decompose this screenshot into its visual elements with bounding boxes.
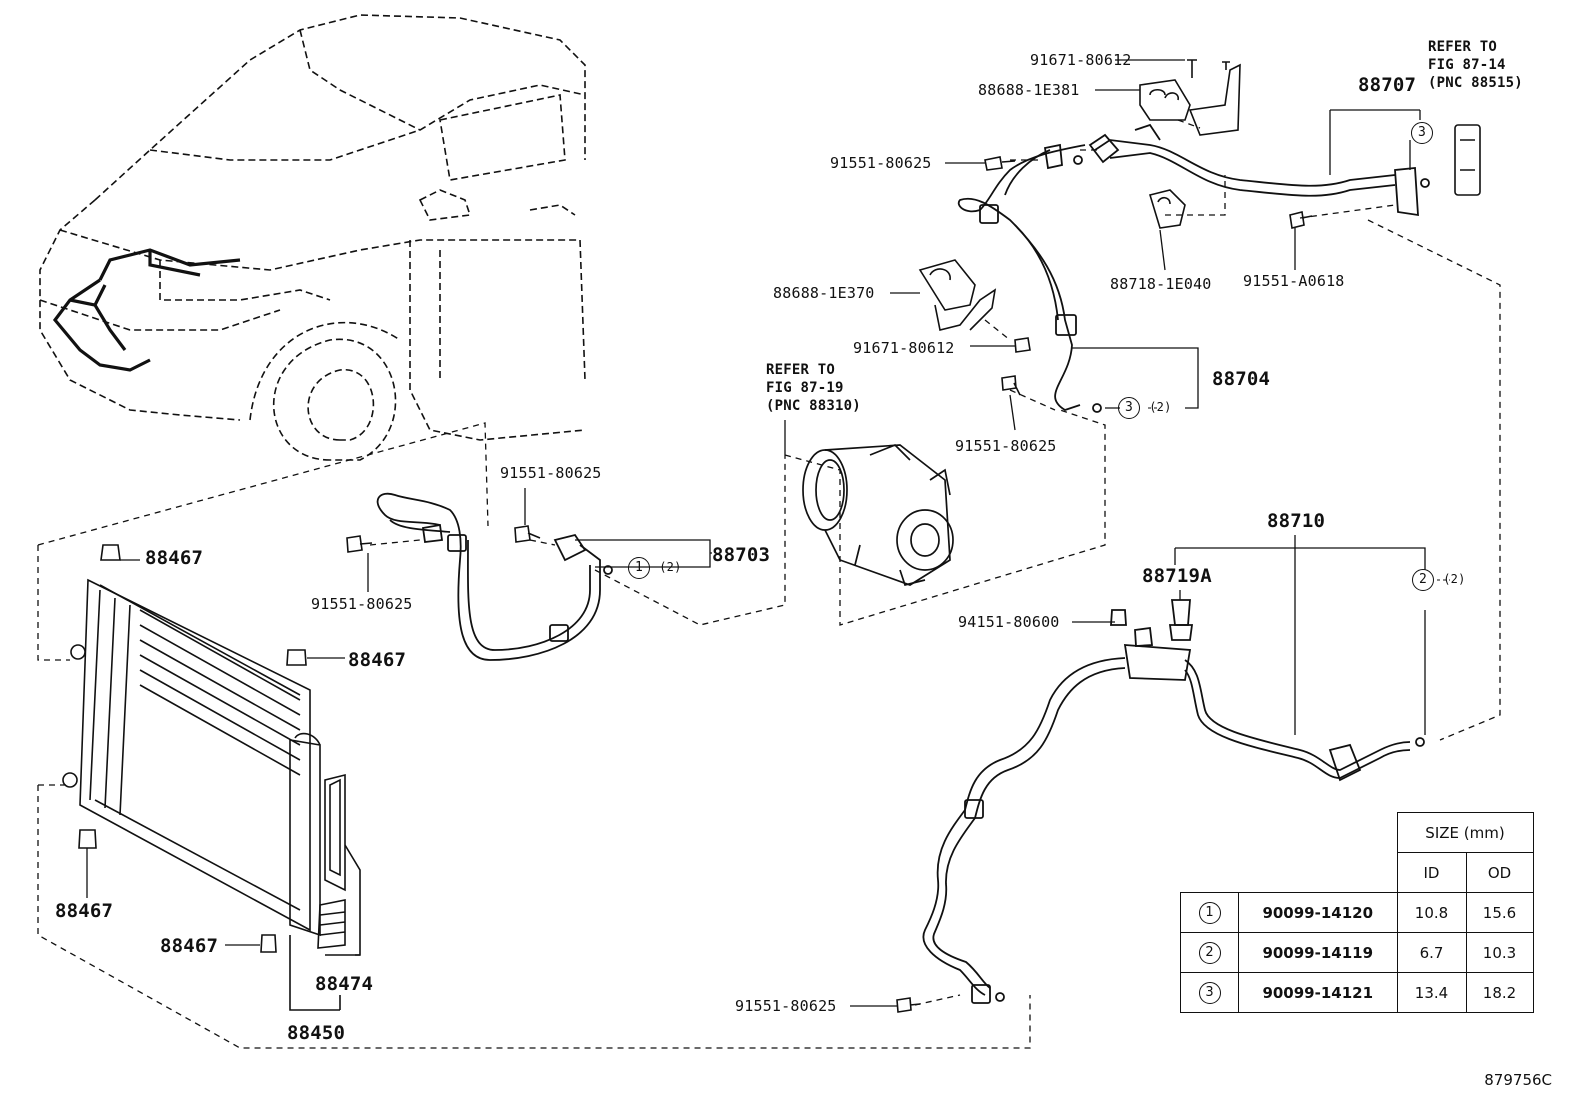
clamp-88688-1E381 — [1139, 59, 1241, 136]
callout-qty-1: (2) — [659, 560, 682, 574]
tube-88707 — [1088, 123, 1430, 217]
callout-qty-3: (2) — [1149, 400, 1172, 414]
size-row-mark: 3 — [1198, 981, 1221, 1004]
label-91551-80625-mid: 91551-80625 — [955, 437, 1057, 455]
label-91671-80612-mid: 91671-80612 — [853, 339, 955, 357]
label-88467-c: 88467 — [55, 900, 114, 922]
size-row-od: 18.2 — [1465, 972, 1534, 1013]
label-88703: 88703 — [712, 544, 771, 566]
circled-number-2: 2 — [1412, 569, 1434, 591]
size-row-2: 2 90099-14119 6.7 10.3 — [1180, 932, 1534, 973]
size-row-mark: 2 — [1198, 941, 1221, 964]
figure-number: 879756C — [1484, 1071, 1552, 1089]
vehicle-harness — [52, 248, 241, 372]
label-88467-a: 88467 — [145, 547, 204, 569]
compressor-illustration — [802, 444, 954, 587]
label-91671-80612-top: 91671-80612 — [1030, 51, 1132, 69]
size-row-mark: 1 — [1198, 901, 1221, 924]
condenser-illustration — [62, 544, 361, 1011]
size-row-1: 1 90099-14120 10.8 15.6 — [1180, 892, 1534, 933]
label-88467-d: 88467 — [160, 935, 219, 957]
size-col-od: OD — [1465, 852, 1534, 893]
clamp-88688-1E370 — [918, 259, 997, 331]
circled-number-1: 1 — [628, 557, 650, 579]
size-row-od: 10.3 — [1465, 932, 1534, 973]
label-88467-b: 88467 — [348, 649, 407, 671]
bolts — [346, 124, 1481, 1013]
circled-number-3: 3 — [1118, 397, 1140, 419]
vehicle-illustration — [39, 14, 586, 461]
callout-o-ring-1: 1 (2) — [628, 557, 682, 579]
label-94151-80600: 94151-80600 — [958, 613, 1060, 631]
clamp-88718-1E040 — [1148, 189, 1186, 229]
size-row-part: 90099-14119 — [1238, 932, 1398, 973]
label-88688-1E381: 88688-1E381 — [978, 81, 1080, 99]
size-row-part: 90099-14121 — [1238, 972, 1398, 1013]
o-ring-size-table: SIZE (mm) ID OD 1 90099-14120 10.8 15.6 … — [1180, 812, 1534, 1013]
label-91551-80625-top: 91551-80625 — [830, 154, 932, 172]
label-91551-A0618: 91551-A0618 — [1243, 272, 1345, 290]
label-91551-80625-bottom: 91551-80625 — [735, 997, 837, 1015]
tube-88710 — [922, 599, 1425, 1004]
size-row-id: 13.4 — [1396, 972, 1467, 1013]
hose-88703 — [376, 492, 613, 661]
callout-o-ring-3-top: 3 — [1411, 122, 1433, 144]
size-row-od: 15.6 — [1465, 892, 1534, 933]
label-88719A: 88719A — [1142, 565, 1212, 587]
label-88450: 88450 — [287, 1022, 346, 1044]
hose-88704 — [957, 143, 1102, 413]
size-col-id: ID — [1396, 852, 1467, 893]
label-88704: 88704 — [1212, 368, 1271, 390]
callout-o-ring-2: 2 (2) — [1412, 569, 1466, 591]
size-row-part: 90099-14120 — [1238, 892, 1398, 933]
label-88474: 88474 — [315, 973, 374, 995]
label-88688-1E370: 88688-1E370 — [773, 284, 875, 302]
size-row-id: 6.7 — [1396, 932, 1467, 973]
callout-o-ring-3: 3 (2) — [1118, 397, 1172, 419]
label-91551-80625-center: 91551-80625 — [500, 464, 602, 482]
callout-qty-2: (2) — [1443, 572, 1466, 586]
label-88707: 88707 — [1358, 74, 1417, 96]
size-row-3: 3 90099-14121 13.4 18.2 — [1180, 972, 1534, 1013]
label-88718-1E040: 88718-1E040 — [1110, 275, 1212, 293]
label-91551-80625-left: 91551-80625 — [311, 595, 413, 613]
size-row-id: 10.8 — [1396, 892, 1467, 933]
refer-note-valve: REFER TO FIG 87-14 (PNC 88515) — [1428, 39, 1523, 91]
circled-number-3-top: 3 — [1411, 122, 1433, 144]
label-88710: 88710 — [1267, 510, 1326, 532]
refer-note-compressor: REFER TO FIG 87-19 (PNC 88310) — [766, 362, 861, 414]
size-header: SIZE (mm) — [1396, 812, 1534, 853]
